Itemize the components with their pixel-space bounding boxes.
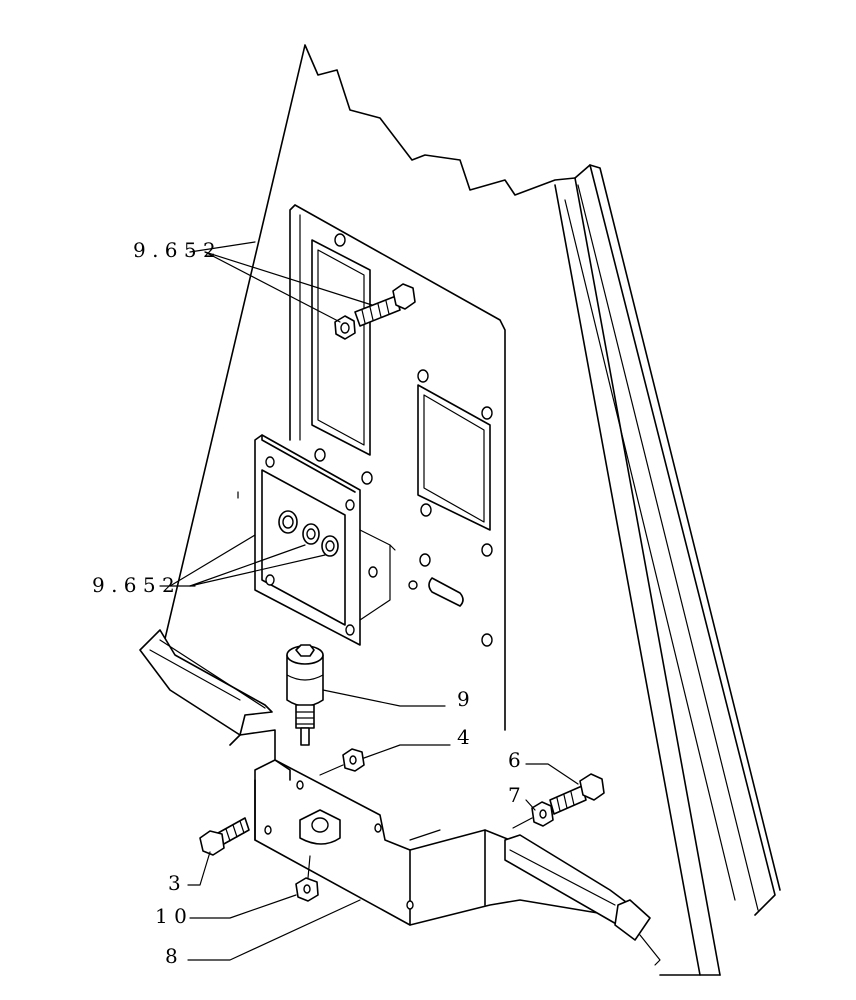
callout-item-6: 6 bbox=[508, 748, 521, 772]
callout-labels: 9 . 6 5 2 9 . 6 5 2 9 4 6 7 3 1 0 8 bbox=[92, 238, 521, 968]
left-pipe bbox=[139, 629, 273, 736]
callout-item-7: 7 bbox=[508, 783, 521, 807]
housing-panel bbox=[159, 44, 781, 976]
callout-item-9: 9 bbox=[457, 687, 470, 711]
upper-bolt-and-nut bbox=[334, 283, 416, 340]
leader-lines bbox=[159, 241, 579, 961]
valve-block bbox=[254, 434, 396, 646]
nut-7 bbox=[531, 801, 554, 827]
nut-10 bbox=[295, 877, 319, 902]
bolt-6 bbox=[549, 773, 605, 815]
right-pipe bbox=[504, 834, 661, 966]
nut-4 bbox=[342, 748, 365, 772]
bolt-3 bbox=[199, 817, 250, 856]
callout-item-8: 8 bbox=[165, 944, 178, 968]
callout-ref-top: 9 . 6 5 2 bbox=[133, 238, 216, 262]
callout-ref-mid: 9 . 6 5 2 bbox=[92, 573, 175, 597]
callout-item-4: 4 bbox=[457, 725, 470, 749]
callout-item-10: 1 0 bbox=[155, 904, 187, 928]
bracket bbox=[229, 729, 621, 926]
callout-item-3: 3 bbox=[168, 871, 181, 895]
pressure-switch bbox=[286, 644, 324, 746]
cover-plate bbox=[289, 204, 506, 731]
